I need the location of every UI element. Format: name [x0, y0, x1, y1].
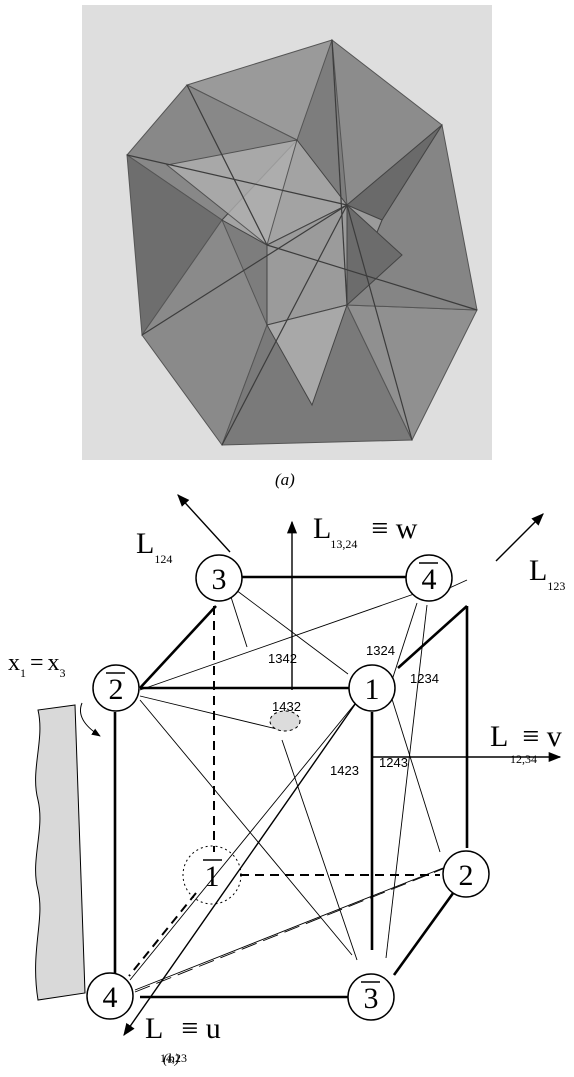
- perm-1324: 1324: [366, 643, 395, 658]
- vertex-4-circle: [86, 972, 134, 1020]
- hidden-edges: [128, 606, 440, 977]
- caption-a: (a): [275, 470, 295, 489]
- axis-v-label: L≡ v: [490, 720, 562, 753]
- dotted-circle-vertex: [182, 845, 242, 905]
- vertex-2-circle: [442, 850, 490, 898]
- dotted-circle-small: [269, 710, 301, 732]
- face-diagonals: [129, 579, 468, 991]
- paper-model-photo: [82, 5, 492, 460]
- vertex-2bar-circle: [92, 664, 140, 712]
- axis-l123: [495, 513, 544, 562]
- axis-v-sub: 12,34: [510, 752, 537, 766]
- perm-1432: 1432: [272, 699, 301, 714]
- perm-1243: 1243: [379, 755, 408, 770]
- vertex-2-label: 2: [459, 859, 474, 892]
- plane-trace: [134, 857, 471, 993]
- axis-u-label: L≡ u: [145, 1012, 221, 1045]
- perm-1423: 1423: [330, 763, 359, 778]
- vertex-1-label: 1: [365, 673, 380, 706]
- plane-pointer: [80, 702, 101, 737]
- axis-l124-label: L124: [136, 527, 172, 566]
- plane-x1-eq-x3: [35, 704, 86, 1001]
- vertex-2bar-label: 2: [109, 673, 124, 706]
- axis-l124: [177, 494, 231, 553]
- perm-1234: 1234: [410, 671, 439, 686]
- vertex-4bar-label: 4: [422, 563, 437, 596]
- vertex-3-circle: [195, 554, 243, 602]
- axis-u: [123, 699, 359, 1037]
- vertex-1bar-label: 1: [205, 860, 220, 893]
- cube-diagram: 3 4 2 1 1 2 4 3 1342 1432 1324 1234 1423…: [8, 494, 565, 1065]
- vertex-1-circle: [348, 664, 396, 712]
- plane-label: x1=x3: [8, 650, 66, 680]
- vertex-4bar-circle: [405, 554, 453, 602]
- vertex-3-label: 3: [212, 563, 227, 596]
- axis-w-label: L13,24≡ w: [313, 512, 418, 551]
- axis-u-sub: 14,23: [160, 1051, 187, 1065]
- vertex-3bar-label: 3: [364, 982, 379, 1015]
- axis-l123-label: L123: [529, 554, 565, 593]
- vertex-3bar-circle: [347, 973, 395, 1021]
- perm-1342: 1342: [268, 651, 297, 666]
- cube-edges: [113, 575, 469, 999]
- vertex-4-label: 4: [103, 981, 118, 1014]
- caption-b: (b): [163, 1052, 180, 1067]
